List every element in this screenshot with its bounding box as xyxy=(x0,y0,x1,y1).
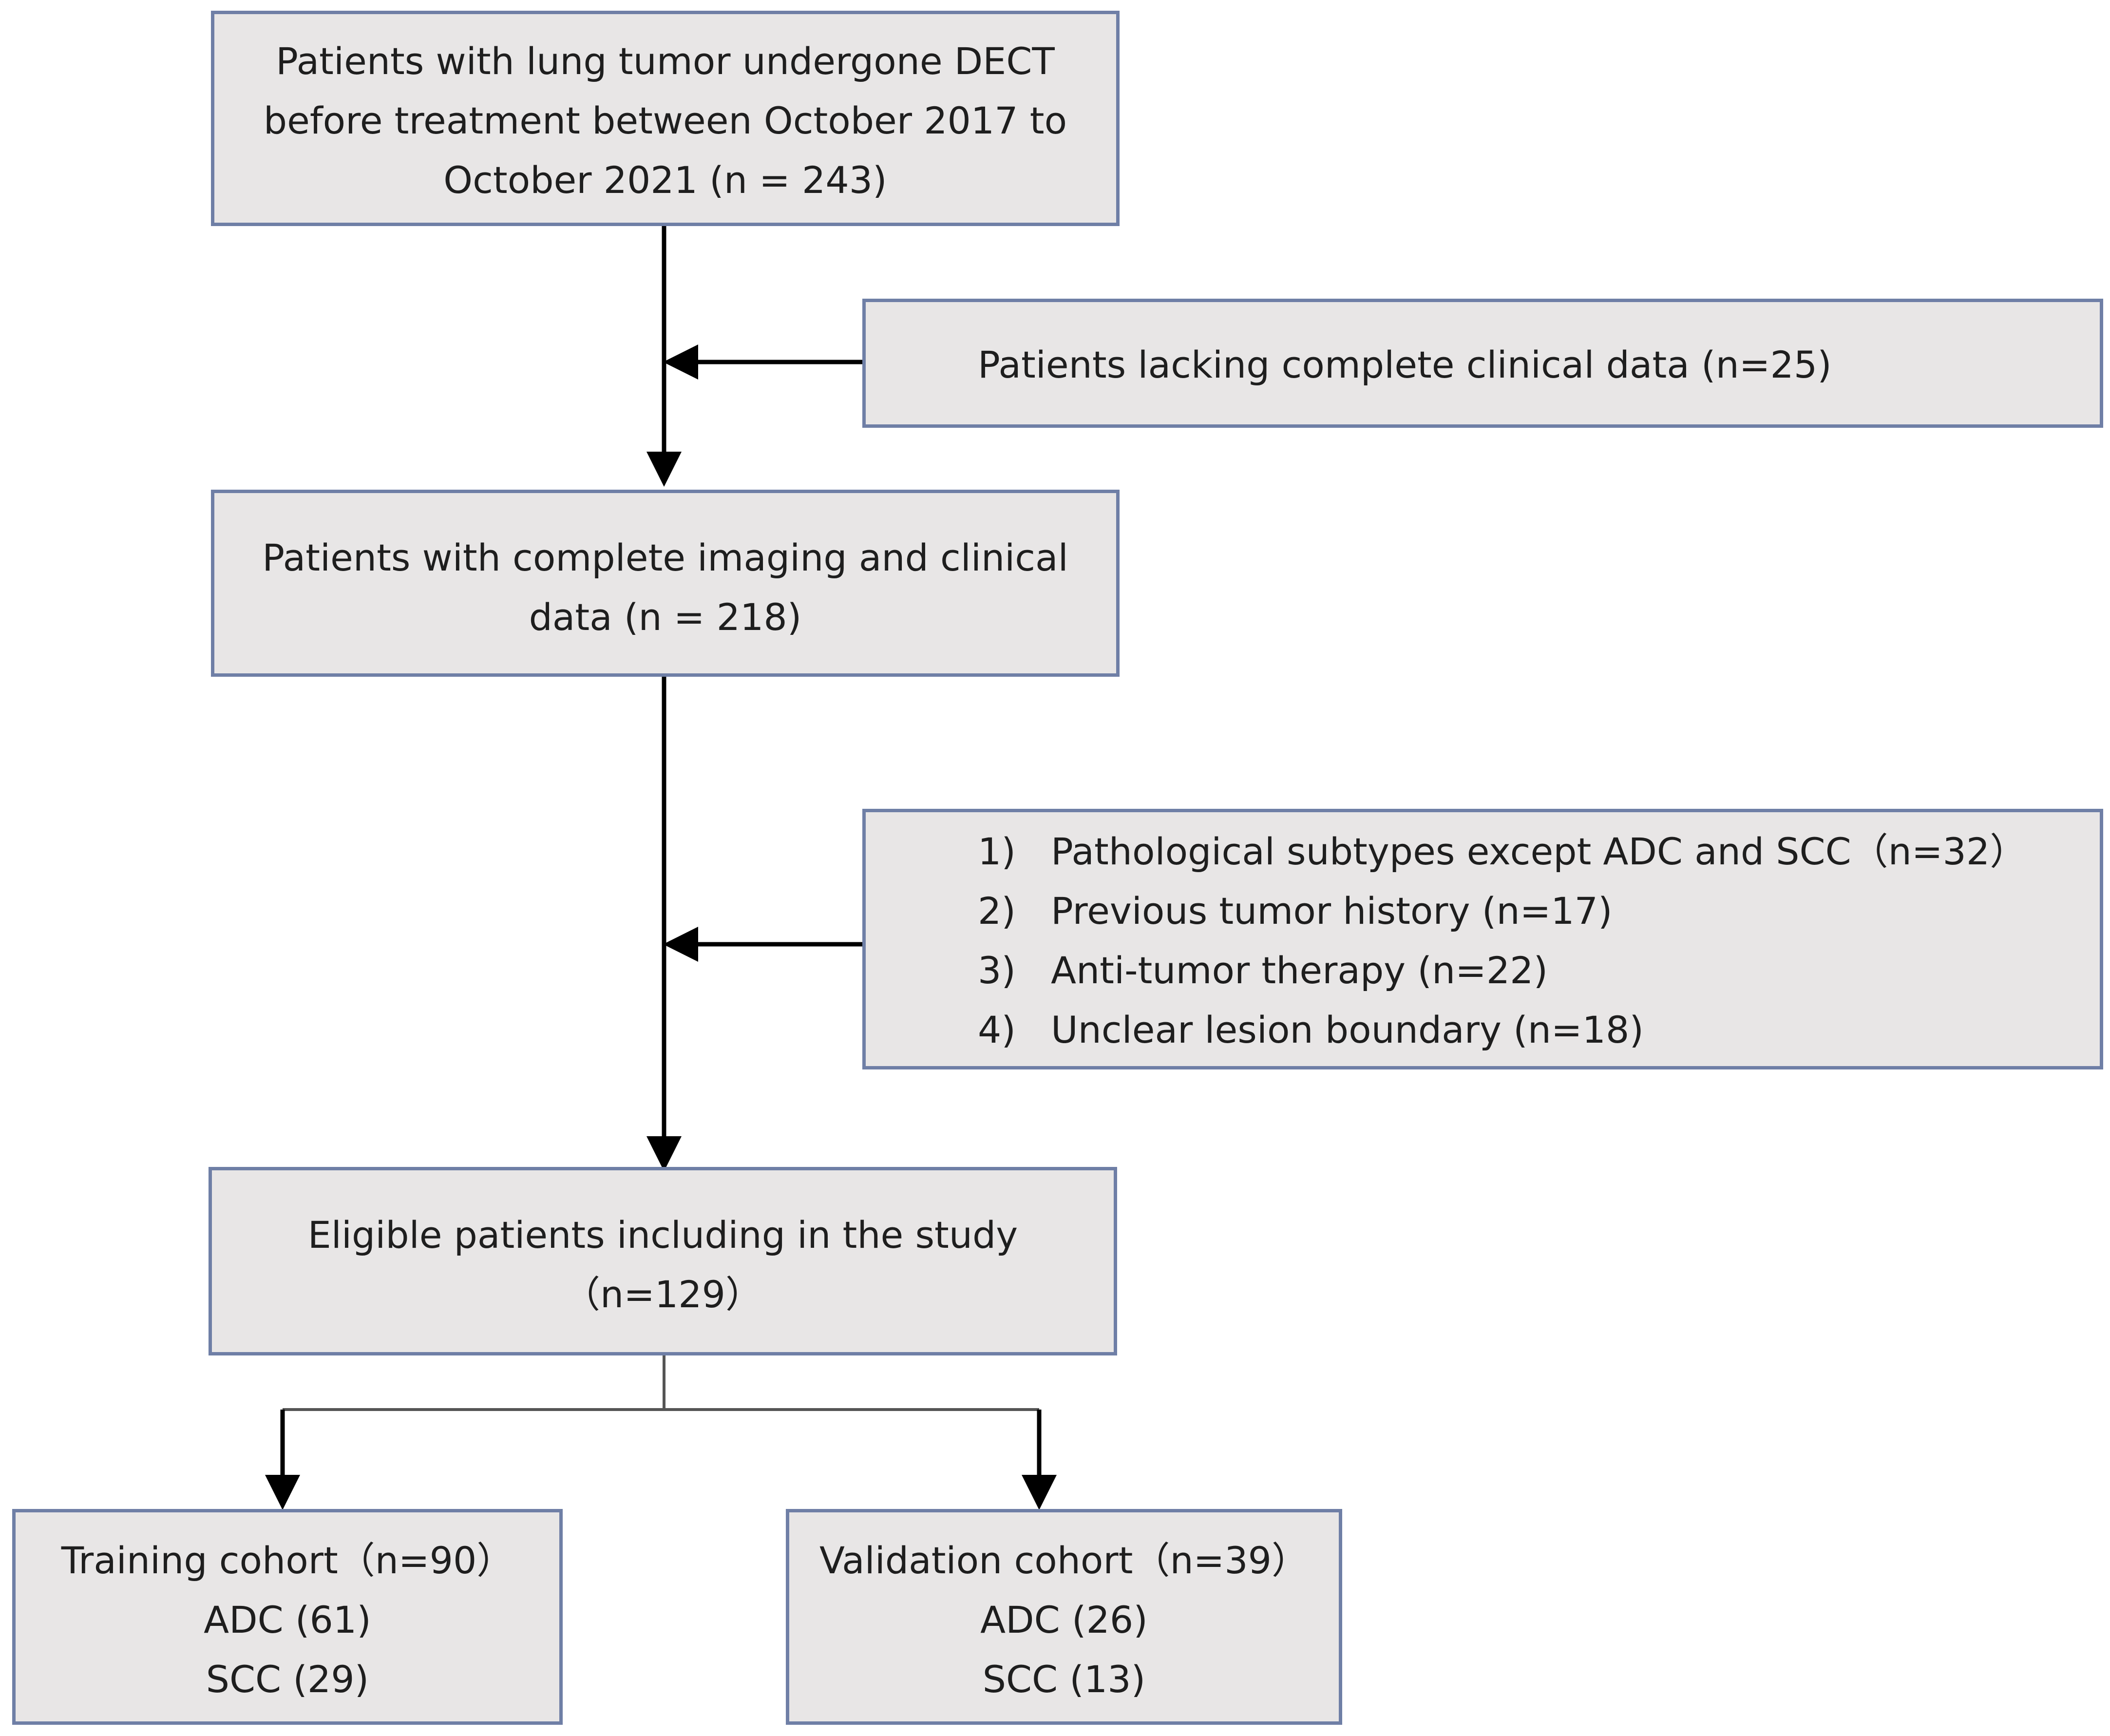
training-cohort-title: Training cohort（n=90） xyxy=(61,1539,514,1582)
eligible-patients-box: Eligible patients including in the study… xyxy=(209,1167,1117,1355)
initial-patients-box: Patients with lung tumor undergone DECT … xyxy=(211,11,1120,226)
exclusion-2-item-text: Anti-tumor therapy (n=22) xyxy=(1051,949,1548,992)
complete-line-1: Patients with complete imaging and clini… xyxy=(262,536,1068,579)
validation-adc: ADC (26) xyxy=(980,1598,1148,1641)
complete-data-box: Patients with complete imaging and clini… xyxy=(211,490,1120,677)
exclusion-2-item-number: 1) xyxy=(978,830,1016,873)
exclusion-1-box: Patients lacking complete clinical data … xyxy=(862,299,2103,428)
eligible-line-1: Eligible patients including in the study xyxy=(307,1213,1018,1257)
initial-line-1: Patients with lung tumor undergone DECT xyxy=(276,39,1055,83)
exclusion-2-item-number: 2) xyxy=(978,889,1016,933)
training-scc: SCC (29) xyxy=(206,1658,369,1701)
exclusion-2-item: 1) Pathological subtypes except ADC and S… xyxy=(978,822,2100,881)
training-cohort-box: Training cohort（n=90） ADC (61) SCC (29) xyxy=(12,1509,563,1725)
exclusion-2-item-text: Pathological subtypes except ADC and SCC… xyxy=(1051,830,2027,873)
training-adc: ADC (61) xyxy=(204,1598,371,1641)
validation-scc: SCC (13) xyxy=(982,1658,1146,1701)
exclusion-2-item: 4) Unclear lesion boundary (n=18) xyxy=(978,1000,2100,1060)
initial-line-3: October 2021 (n = 243) xyxy=(443,158,887,202)
validation-cohort-title: Validation cohort（n=39） xyxy=(819,1539,1309,1582)
exclusion-2-item-text: Previous tumor history (n=17) xyxy=(1051,889,1613,933)
validation-cohort-box: Validation cohort（n=39） ADC (26) SCC (13… xyxy=(786,1509,1342,1725)
exclusion-2-item: 2) Previous tumor history (n=17) xyxy=(978,881,2100,941)
exclusion-2-item-number: 3) xyxy=(978,949,1016,992)
eligible-line-2: （n=129） xyxy=(563,1273,762,1316)
exclusion-2-box: 1) Pathological subtypes except ADC and S… xyxy=(862,809,2103,1069)
exclusion-2-item-text: Unclear lesion boundary (n=18) xyxy=(1051,1008,1644,1051)
exclusion-2-item: 3) Anti-tumor therapy (n=22) xyxy=(978,941,2100,1000)
complete-line-2: data (n = 218) xyxy=(529,595,802,639)
exclusion-2-item-number: 4) xyxy=(978,1008,1016,1051)
exclusion-1-text: Patients lacking complete clinical data … xyxy=(978,343,1832,386)
initial-line-2: before treatment between October 2017 to xyxy=(263,99,1067,142)
